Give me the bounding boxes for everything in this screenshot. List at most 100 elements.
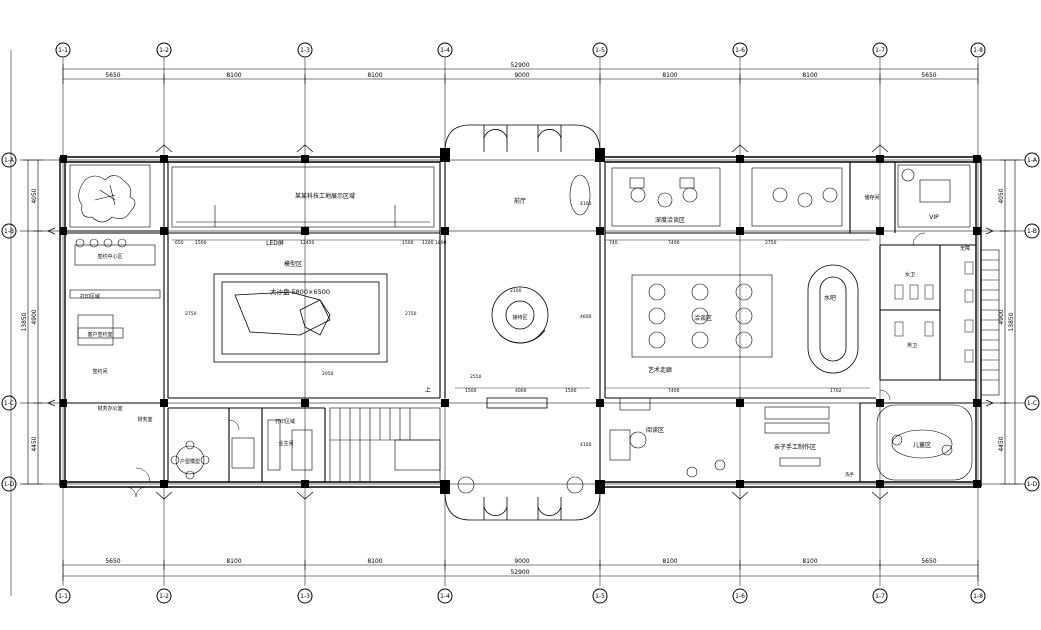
- lobby-planter-left: [457, 174, 591, 494]
- dim-total-left: 13850: [21, 312, 28, 331]
- dim-inner: 1800: [435, 240, 447, 246]
- entrance-top: [444, 124, 601, 153]
- room-label-bar: 水吧: [824, 294, 836, 302]
- left-dimensions: [23, 159, 43, 485]
- dim-span: 9000: [514, 72, 529, 79]
- axis-label: 1-8: [973, 47, 983, 54]
- dim-inner: 4600: [580, 314, 592, 320]
- room-label-vip: VIP: [929, 214, 939, 221]
- right-dimensions: [1000, 159, 1020, 485]
- room-label-reading: 阅读区: [646, 426, 664, 434]
- axis-label: 1-1: [58, 593, 68, 600]
- dim-span: 8100: [367, 72, 382, 79]
- dim-inner: 1500: [402, 240, 414, 246]
- room-label-hand-wash: 洗手: [845, 471, 854, 478]
- reception-desk: [486, 286, 549, 409]
- dim-span: 5650: [105, 72, 120, 79]
- up-mark: 上: [425, 386, 431, 394]
- room-label-print-room: 打印区域: [275, 418, 295, 425]
- dim-inner: 1500: [565, 388, 577, 394]
- wc-fixtures: [894, 261, 974, 363]
- handcraft-area: [764, 406, 830, 467]
- dim-span: 4900: [31, 309, 38, 324]
- axis-label: 1-2: [159, 47, 169, 54]
- dim-inner: 1500: [195, 240, 207, 246]
- dim-span: 4900: [998, 309, 1005, 324]
- bottom-axis-bubbles: 1-1 1-2 1-3 1-4 1-5 1-6 1-7 1-8: [55, 588, 986, 604]
- axis-label: 1-5: [595, 593, 605, 600]
- room-label-owner: 业主间: [278, 440, 293, 447]
- axis-label: 1-4: [440, 593, 450, 600]
- kids-area: [876, 404, 973, 481]
- dim-inner: 4000: [515, 388, 527, 394]
- dim-inner: 7400: [668, 240, 680, 246]
- dim-span: 8100: [226, 72, 241, 79]
- dim-inner: 2750: [405, 311, 417, 317]
- dim-span: 4050: [31, 188, 38, 203]
- axis-label: 1-3: [300, 593, 310, 600]
- room-label-art: 艺术走廊: [648, 366, 672, 374]
- room-label-female-wc: 女卫: [905, 271, 915, 278]
- dim-span: 8100: [662, 72, 677, 79]
- inner-dimension-lines: [172, 239, 870, 389]
- dim-span: 5650: [105, 558, 120, 565]
- axis-label: 1-6: [735, 47, 745, 54]
- sand-table: [213, 273, 388, 363]
- dim-span: 4450: [31, 436, 38, 451]
- room-label-finance: 财务办公室: [97, 405, 122, 412]
- room-label-handcraft: 亲子手工制作区: [774, 443, 816, 451]
- dim-total-bottom: 52900: [510, 569, 529, 576]
- negotiation-tables: [631, 274, 773, 358]
- room-label-deep-talk: 深度洽谈区: [655, 216, 685, 224]
- room-label-accessible: 无障: [960, 245, 970, 252]
- room-label-reception: 接待区: [512, 314, 527, 321]
- axis-label: 1-7: [875, 593, 885, 600]
- room-label-exhibition: 某某科技工地展示区域: [295, 192, 355, 200]
- left-office-furniture: [69, 238, 161, 346]
- axis-grid: [10, 50, 1025, 596]
- dim-total-top: 52900: [510, 62, 529, 69]
- axis-label: 1-D: [1027, 481, 1038, 488]
- room-label-model: 模型区: [284, 260, 302, 268]
- dim-inner: 2050: [322, 371, 334, 377]
- axis-label: 1-B: [4, 228, 14, 235]
- axis-label: 1-5: [595, 47, 605, 54]
- lower-left-furniture: [170, 419, 313, 480]
- exhibition-wall: [171, 166, 435, 228]
- room-label-sign-b: 客户签约室: [87, 331, 112, 338]
- room-label-household: 户型模型: [180, 458, 200, 465]
- room-label-kids: 儿童区: [913, 441, 931, 449]
- dim-inner: 4100: [580, 442, 592, 448]
- dim-inner: 2100: [510, 288, 522, 294]
- dim-inner: 12450: [300, 240, 314, 246]
- bottom-dimensions: [62, 560, 979, 581]
- top-axis-bubbles: 1-1 1-2 1-3 1-4 1-5 1-6 1-7 1-8: [55, 42, 986, 58]
- top-dimensions: [62, 64, 979, 84]
- dim-inner: 2750: [185, 311, 197, 317]
- room-label-lobby: 前厅: [514, 197, 526, 205]
- axis-label: 1-B: [1027, 228, 1037, 235]
- dim-span: 4050: [998, 188, 1005, 203]
- axis-label: 1-3: [300, 47, 310, 54]
- vip-room: [897, 164, 971, 228]
- axis-label: 1-8: [973, 593, 983, 600]
- deep-talk-furniture: [611, 167, 843, 227]
- axis-label: 1-2: [159, 593, 169, 600]
- dim-inner: 1200: [422, 240, 434, 246]
- entrance-bottom: [444, 491, 601, 521]
- room-label-signing: 签约间: [92, 368, 107, 375]
- sand-table-label: 大沙盘 5800×6500: [270, 287, 330, 296]
- room-label-print: 打印区域: [80, 293, 100, 300]
- exterior-walls: [59, 156, 982, 488]
- dim-span: 8100: [367, 558, 382, 565]
- axis-label: 1-A: [1027, 157, 1038, 164]
- axis-label: 1-C: [1027, 400, 1037, 407]
- tree-planting: [69, 164, 151, 228]
- dim-inner: 2550: [470, 374, 482, 380]
- dim-inner: 740: [609, 240, 618, 246]
- dim-span: 8100: [226, 558, 241, 565]
- interior-stair: [329, 407, 441, 483]
- room-label-sign-a: 签约中心区: [97, 253, 122, 260]
- dim-inner: 1702: [830, 388, 842, 394]
